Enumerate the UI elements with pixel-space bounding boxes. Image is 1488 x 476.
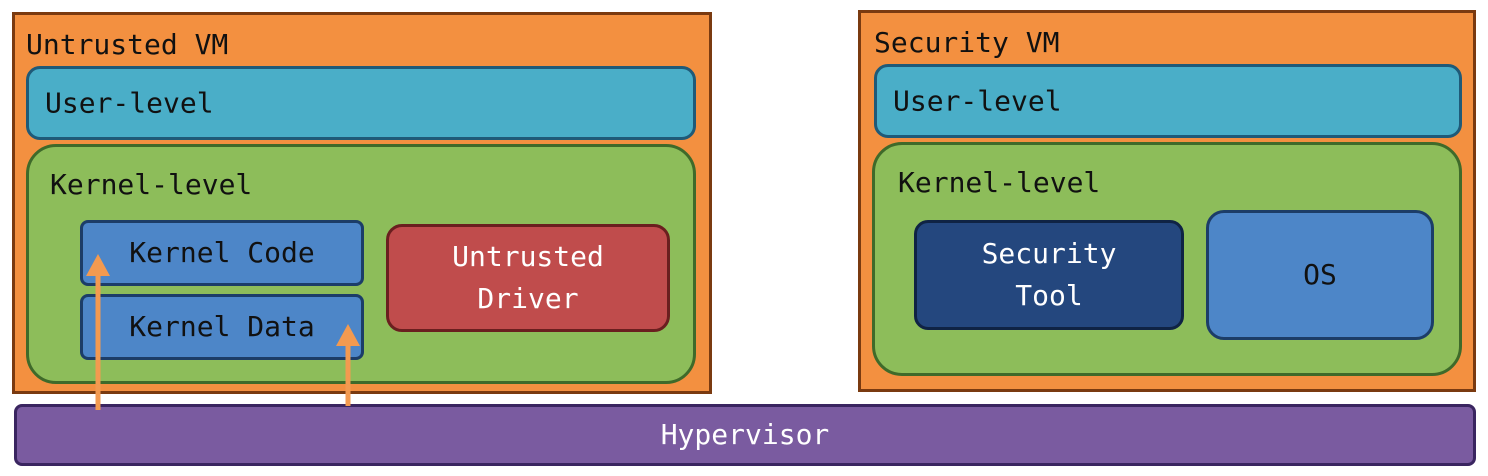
untrusted-driver-label-line1: Untrusted [452, 240, 604, 273]
arrow-to-kernel-data [336, 324, 360, 406]
kernel-code-label: Kernel Code [129, 236, 315, 269]
security-tool-box: Security Tool [914, 220, 1184, 330]
os-label: OS [1303, 258, 1337, 291]
untrusted-driver-label-line2: Driver [477, 282, 579, 315]
hypervisor-bar: Hypervisor [14, 404, 1476, 466]
kernel-data-label: Kernel Data [129, 310, 315, 343]
untrusted-kernel-level-label: Kernel-level [50, 168, 253, 201]
security-tool-label-line1: Security [981, 237, 1117, 270]
untrusted-vm-title: Untrusted VM [26, 28, 229, 61]
untrusted-user-level: User-level [26, 66, 696, 140]
security-user-level-label: User-level [893, 84, 1062, 118]
kernel-code-box: Kernel Code [80, 220, 364, 286]
arrow-to-kernel-code [86, 254, 110, 410]
hypervisor-label: Hypervisor [660, 418, 830, 451]
kernel-data-box: Kernel Data [80, 294, 364, 360]
os-box: OS [1206, 210, 1434, 340]
security-kernel-level-label: Kernel-level [898, 166, 1101, 199]
untrusted-driver-box: Untrusted Driver [386, 224, 670, 332]
security-user-level: User-level [874, 64, 1462, 138]
security-vm-title: Security VM [874, 26, 1060, 59]
security-tool-label-line2: Tool [1015, 279, 1083, 312]
untrusted-user-level-label: User-level [45, 86, 214, 120]
